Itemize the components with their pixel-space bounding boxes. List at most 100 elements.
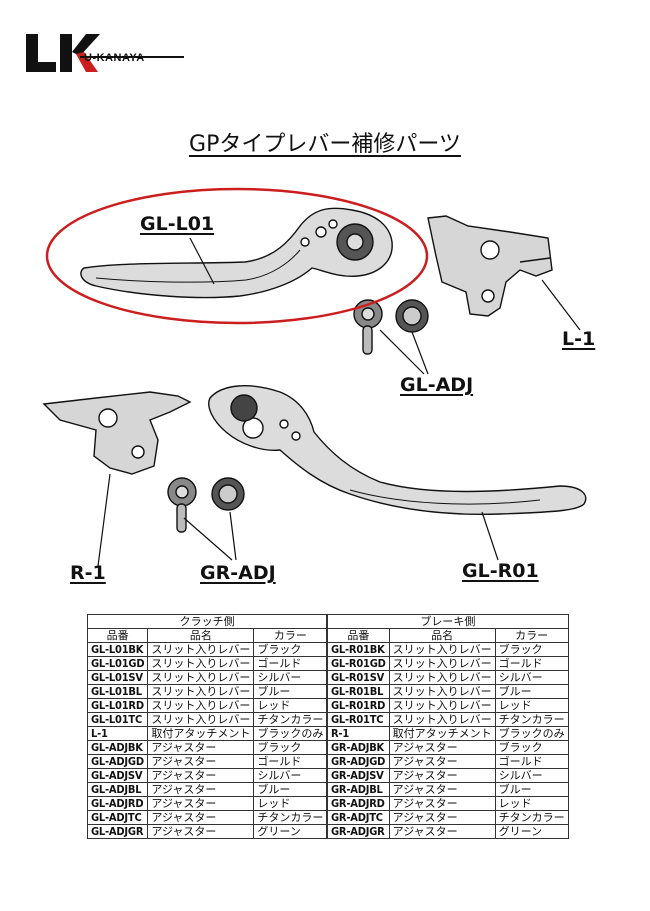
part-name-cell: アジャスター — [388, 740, 496, 755]
part-number-cell: GL-ADJGR — [86, 824, 149, 839]
part-name-cell: アジャスター — [147, 824, 255, 839]
color-cell: レッド — [494, 796, 569, 811]
r1-attachment-drawing — [42, 391, 192, 475]
color-cell: ゴールド — [253, 656, 328, 671]
color-cell: ブラック — [253, 740, 328, 755]
part-number-cell: GL-ADJSV — [86, 768, 149, 783]
part-number-cell: GL-R01SV — [327, 670, 390, 685]
part-name-cell: スリット入りレバー — [147, 656, 255, 671]
color-cell: ブルー — [253, 684, 328, 699]
col-part-number: 品番 — [327, 628, 390, 643]
part-name-cell: スリット入りレバー — [388, 712, 496, 727]
label-gl-adj: GL-ADJ — [400, 374, 474, 396]
part-number-cell: L-1 — [86, 726, 149, 741]
label-gl-l01: GL-L01 — [140, 213, 215, 235]
color-cell: ゴールド — [253, 754, 328, 769]
part-name-cell: アジャスター — [147, 754, 255, 769]
label-gl-r01: GL-R01 — [462, 560, 539, 582]
part-number-cell: R-1 — [327, 726, 390, 741]
part-number-cell: GL-L01BL — [86, 684, 149, 699]
color-cell: シルバー — [253, 768, 328, 783]
page-title: GPタイプレバー補修パーツ — [0, 126, 650, 158]
part-number-cell: GR-ADJBK — [327, 740, 390, 755]
part-number-cell: GR-ADJBL — [327, 782, 390, 797]
color-cell: ブルー — [494, 782, 569, 797]
color-cell: ブラックのみ — [253, 726, 328, 741]
part-name-cell: アジャスター — [147, 740, 255, 755]
color-cell: ブラック — [253, 642, 328, 657]
part-name-cell: アジャスター — [388, 810, 496, 825]
col-part-name: 品名 — [147, 628, 255, 643]
part-number-cell: GR-ADJRD — [327, 796, 390, 811]
color-cell: ゴールド — [494, 656, 569, 671]
part-number-cell: GL-R01TC — [327, 712, 390, 727]
color-cell: グリーン — [253, 824, 328, 839]
part-name-cell: スリット入りレバー — [147, 642, 255, 657]
part-name-cell: アジャスター — [147, 796, 255, 811]
color-cell: ブラック — [494, 740, 569, 755]
part-name-cell: アジャスター — [388, 782, 496, 797]
page-title-text: GPタイプレバー補修パーツ — [189, 132, 461, 157]
part-name-cell: アジャスター — [388, 796, 496, 811]
part-number-cell: GL-R01RD — [327, 698, 390, 713]
lever-parts-diagram — [42, 187, 587, 567]
part-name-cell: アジャスター — [147, 768, 255, 783]
col-color: カラー — [494, 628, 569, 643]
part-name-cell: スリット入りレバー — [147, 698, 255, 713]
part-name-cell: アジャスター — [147, 782, 255, 797]
part-number-cell: GL-ADJRD — [86, 796, 149, 811]
l1-attachment-drawing — [427, 215, 553, 317]
part-number-cell: GL-ADJBL — [86, 782, 149, 797]
part-name-cell: スリット入りレバー — [388, 642, 496, 657]
gl-adj-adjuster-drawing — [353, 299, 429, 355]
col-part-number: 品番 — [86, 628, 149, 643]
leader-lines — [97, 237, 581, 567]
part-name-cell: アジャスター — [147, 810, 255, 825]
part-number-cell: GL-R01GD — [327, 656, 390, 671]
part-name-cell: スリット入りレバー — [147, 684, 255, 699]
brand-name: U-KANAYA — [84, 52, 145, 64]
part-number-cell: GL-L01BK — [86, 642, 149, 657]
part-number-cell: GL-R01BL — [327, 684, 390, 699]
part-number-cell: GL-L01TC — [86, 712, 149, 727]
part-number-cell: GL-R01BK — [327, 642, 390, 657]
clutch-section-header: クラッチ側 — [86, 614, 328, 629]
part-name-cell: スリット入りレバー — [147, 712, 255, 727]
gl-l01-lever-drawing — [80, 207, 393, 299]
label-gr-adj: GR-ADJ — [200, 562, 276, 584]
part-name-cell: アジャスター — [388, 768, 496, 783]
gl-r01-lever-drawing — [208, 385, 587, 515]
part-name-cell: スリット入りレバー — [388, 684, 496, 699]
color-cell: シルバー — [494, 768, 569, 783]
color-cell: ゴールド — [494, 754, 569, 769]
col-color: カラー — [253, 628, 328, 643]
color-cell: ブラック — [494, 642, 569, 657]
part-number-cell: GR-ADJTC — [327, 810, 390, 825]
label-r1: R-1 — [70, 562, 106, 584]
part-number-cell: GL-L01GD — [86, 656, 149, 671]
